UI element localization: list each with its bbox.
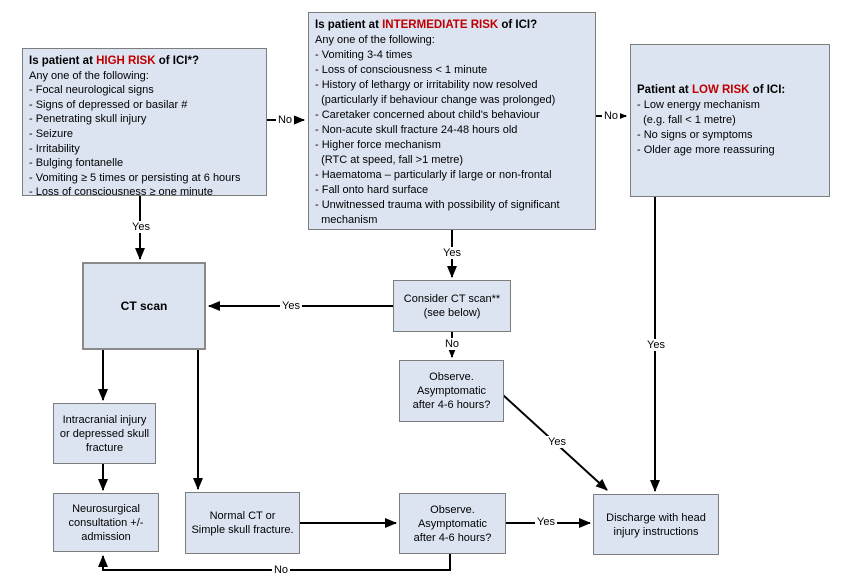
text-line: - Focal neurological signs <box>29 84 154 97</box>
high-risk-box: Is patient at HIGH RISK of ICI*? Any one… <box>22 48 267 198</box>
text-line: - Unwitnessed trauma with possibility of… <box>315 199 560 211</box>
title-text: Is patient at <box>315 19 383 31</box>
text-line: after 4-6 hours? <box>413 531 492 544</box>
text-line: Discharge with head <box>606 511 706 524</box>
text-line: (e.g. fall < 1 metre) <box>637 114 736 126</box>
text-line: - Vomiting 3-4 times <box>315 49 413 61</box>
edge-label-no-high-to-intermediate: No <box>275 114 295 126</box>
low-risk-highlight: LOW RISK <box>691 84 750 96</box>
text-line: (RTC at speed, fall >1 metre) <box>315 154 464 166</box>
text-line: Observe. <box>429 371 474 383</box>
text-line: - Older age more reassuring <box>637 144 775 156</box>
text-line: Normal CT or <box>209 510 276 522</box>
text-line: - Irritability <box>29 142 80 155</box>
text-line: mechanism <box>315 214 378 226</box>
text-line: - Vomiting ≥ 5 times or persisting at 6 … <box>29 171 241 184</box>
intermediate-risk-title: Is patient at INTERMEDIATE RISK of ICI? <box>315 18 589 33</box>
text-line: Neurosurgical <box>72 502 140 515</box>
text-line: Consider CT scan** <box>403 293 501 305</box>
text-line: - Seizure <box>29 127 74 140</box>
text-line: - History of lethargy or irritability no… <box>315 79 538 91</box>
low-risk-box: Patient at LOW RISK of ICI: - Low energy… <box>630 44 830 197</box>
edge-label-yes-high-to-ctscan: Yes <box>130 221 152 233</box>
intermediate-risk-box: Is patient at INTERMEDIATE RISK of ICI? … <box>308 12 596 230</box>
text-line: - Loss of consciousness ≥ one minute <box>29 186 213 199</box>
edge-label-yes-intermediate-to-consider: Yes <box>441 247 463 259</box>
high-risk-title: Is patient at HIGH RISK of ICI*? <box>29 54 260 69</box>
consider-ct-scan-box: Consider CT scan** (see below) <box>393 280 511 332</box>
normal-ct-box: Normal CT or Simple skull fracture. <box>185 492 300 554</box>
text-line: (particularly if behaviour change was pr… <box>315 94 556 106</box>
text-line: - No signs or symptoms <box>637 129 753 141</box>
text-line: - Penetrating skull injury <box>29 113 147 126</box>
text-line: Observe. <box>430 503 475 516</box>
low-risk-title: Patient at LOW RISK of ICI: <box>637 83 823 98</box>
text-line: fracture <box>85 441 124 454</box>
text-line: - Non-acute skull fracture 24-48 hours o… <box>315 124 518 136</box>
observe-top-box: Observe. Asymptomatic after 4-6 hours? <box>399 360 504 422</box>
text-line: injury instructions <box>613 525 699 538</box>
text-line: - Haematoma – particularly if large or n… <box>315 169 552 181</box>
edge-label-yes-low-to-discharge: Yes <box>645 339 667 351</box>
edge-label-yes-consider-to-ctscan: Yes <box>280 300 302 312</box>
title-text: of ICI*? <box>155 55 199 67</box>
text-line: (see below) <box>423 307 481 319</box>
edge-label-no-observe2-to-neuro: No <box>271 564 291 576</box>
text-line: - Fall onto hard surface <box>315 184 429 196</box>
intermediate-risk-highlight: INTERMEDIATE RISK <box>382 19 499 31</box>
text-line: admission <box>81 530 131 543</box>
text-line: - Caretaker concerned about child's beha… <box>315 109 540 121</box>
high-risk-highlight: HIGH RISK <box>96 55 156 67</box>
text-line: Asymptomatic <box>417 517 488 530</box>
title-text: Is patient at <box>29 55 97 67</box>
text-line: after 4-6 hours? <box>412 399 491 411</box>
text-line: - Low energy mechanism <box>637 99 760 111</box>
high-risk-criteria-list: Any one of the following: - Focal neurolo… <box>29 69 260 200</box>
edge-label-no-consider-to-observe: No <box>442 338 462 350</box>
title-text: of ICI? <box>498 19 538 31</box>
text-line: - Bulging fontanelle <box>29 157 124 170</box>
text-line: Asymptomatic <box>416 385 487 397</box>
intermediate-risk-criteria-list: Any one of the following: - Vomiting 3-4 … <box>315 33 589 228</box>
text-line: - Signs of depressed or basilar # <box>29 98 188 111</box>
text-line: consultation +/- <box>68 516 144 529</box>
text-line: - Loss of consciousness < 1 minute <box>315 64 488 76</box>
text-line: Any one of the following: <box>29 69 149 82</box>
text-line: - Higher force mechanism <box>315 139 441 151</box>
edge-label-yes-observe-to-discharge: Yes <box>546 436 568 448</box>
text-line: Simple skull fracture. <box>191 524 294 536</box>
low-risk-criteria-list: - Low energy mechanism (e.g. fall < 1 me… <box>637 98 823 158</box>
edge-label-yes-observe2-to-discharge: Yes <box>535 516 557 528</box>
text-line: Any one of the following: <box>315 34 435 46</box>
ct-scan-box: CT scan <box>82 262 206 350</box>
title-text: Patient at <box>637 84 692 96</box>
edge-label-no-intermediate-to-low: No <box>601 110 621 122</box>
text-line: or depressed skull <box>59 427 150 440</box>
title-text: of ICI: <box>749 84 786 96</box>
text-line: Intracranial injury <box>62 413 147 426</box>
ct-scan-label: CT scan <box>120 299 168 313</box>
